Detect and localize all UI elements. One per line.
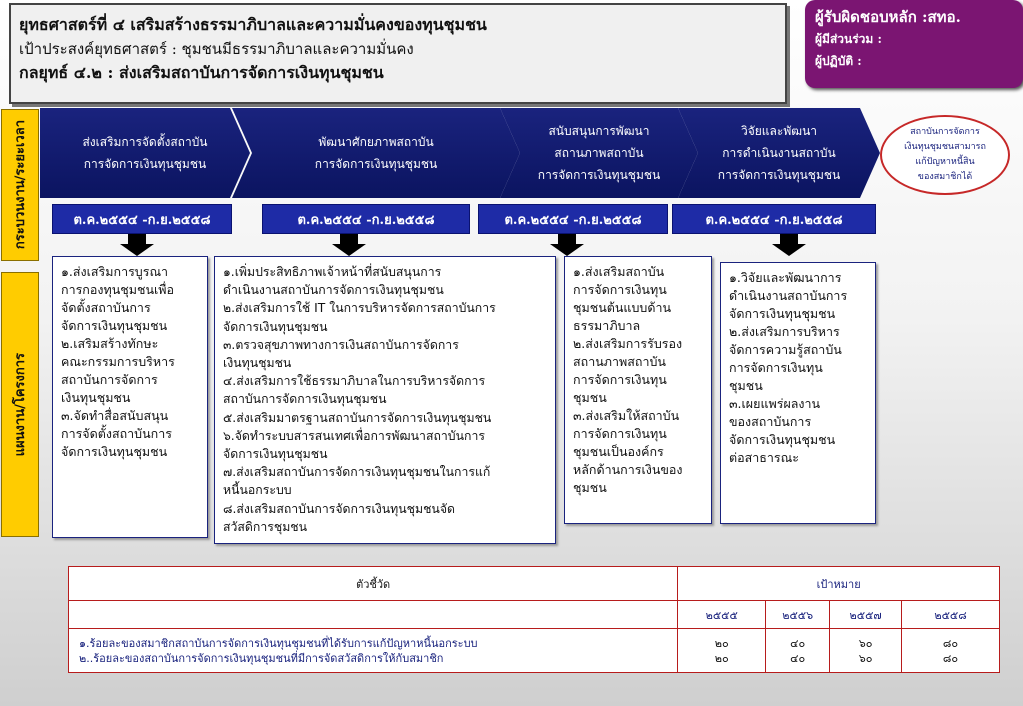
project-box-1: ๑.ส่งเสริมการบูรณา การกองทุนชุมชนเพื่อ จ… xyxy=(52,256,208,538)
strategy-title: ยุทธศาสตร์ที่ ๔ เสริมสร้างธรรมาภิบาลและค… xyxy=(19,15,487,34)
indicator-table: ตัวชี้วัด เป้าหมาย ๒๕๕๕ ๒๕๕๖ ๒๕๕๗ ๒๕๕๘ ๑… xyxy=(67,566,1000,673)
side-label-plan: แผนงาน/โครงการ xyxy=(1,272,39,537)
main-responsible: ผู้รับผิดชอบหลัก :สทอ. xyxy=(815,8,961,26)
target-header: เป้าหมาย xyxy=(677,566,1000,601)
year-header: ๒๕๕๕ xyxy=(677,600,767,629)
down-arrow-icon xyxy=(550,234,584,256)
process-step-4: วิจัยและพัฒนา การดำเนินงานสถาบัน การจัดก… xyxy=(678,108,880,198)
period-3: ต.ค.๒๕๕๔ -ก.ย.๒๕๕๘ xyxy=(478,204,668,234)
project-box-4: ๑.วิจัยและพัฒนาการ ดำเนินงานสถาบันการ จั… xyxy=(720,262,876,524)
header-box: ยุทธศาสตร์ที่ ๔ เสริมสร้างธรรมาภิบาลและค… xyxy=(9,3,787,104)
process-step-1: ส่งเสริมการจัดตั้งสถาบัน การจัดการเงินทุ… xyxy=(40,108,250,198)
indicator-subheader xyxy=(67,600,679,629)
down-arrow-icon xyxy=(772,234,806,256)
process-step-1-label: ส่งเสริมการจัดตั้งสถาบัน การจัดการเงินทุ… xyxy=(82,135,208,171)
project-box-3: ๑.ส่งเสริมสถาบัน การจัดการเงินทุน ชุมชนต… xyxy=(564,256,712,524)
target-value: ๒๐ ๒๐ xyxy=(677,628,767,673)
project-box-2: ๑.เพิ่มประสิทธิภาพเจ้าหน้าที่สนับสนุนการ… xyxy=(214,256,556,544)
down-arrow-icon xyxy=(332,234,366,256)
process-step-4-label: วิจัยและพัฒนา การดำเนินงานสถาบัน การจัดก… xyxy=(717,124,841,182)
process-step-3-label: สนับสนุนการพัฒนา สถานภาพสถาบัน การจัดการ… xyxy=(537,124,661,182)
year-header: ๒๕๕๖ xyxy=(765,600,831,629)
down-arrow-icon xyxy=(120,234,154,256)
process-step-2-label: พัฒนาศักยภาพสถาบัน การจัดการเงินทุนชุมชน xyxy=(314,135,438,171)
process-step-2: พัฒนาศักยภาพสถาบัน การจัดการเงินทุนชุมชน xyxy=(232,108,520,198)
operators: ผู้ปฏิบัติ : xyxy=(815,54,862,68)
process-step-3: สนับสนุนการพัฒนา สถานภาพสถาบัน การจัดการ… xyxy=(500,108,698,198)
side-label-process-text: กระบวนงาน/ระยะเวลา xyxy=(12,120,28,250)
period-2: ต.ค.๒๕๕๔ -ก.ย.๒๕๕๘ xyxy=(262,204,470,234)
target-value: ๖๐ ๖๐ xyxy=(829,628,903,673)
participants: ผู้มีส่วนร่วม : xyxy=(815,32,882,46)
indicator-list: ๑.ร้อยละของสมาชิกสถาบันการจัดการเงินทุนช… xyxy=(67,628,679,673)
strategy-purpose: เป้าประสงค์ยุทธศาสตร์ : ชุมชนมีธรรมาภิบา… xyxy=(19,40,414,58)
period-1: ต.ค.๒๕๕๔ -ก.ย.๒๕๕๘ xyxy=(52,204,232,234)
tactic-title: กลยุทธ์ ๔.๒ : ส่งเสริมสถาบันการจัดการเงิ… xyxy=(19,63,384,82)
year-header: ๒๕๕๘ xyxy=(901,600,1000,629)
outcome-ellipse: สถาบันการจัดการ เงินทุนชุมชนสามารถ แก้ปั… xyxy=(880,115,1010,195)
period-4: ต.ค.๒๕๕๔ -ก.ย.๒๕๕๘ xyxy=(672,204,876,234)
year-header: ๒๕๕๗ xyxy=(829,600,903,629)
indicator-header: ตัวชี้วัด xyxy=(67,566,679,601)
table-row: ๑.ร้อยละของสมาชิกสถาบันการจัดการเงินทุนช… xyxy=(67,628,1000,673)
target-value: ๘๐ ๘๐ xyxy=(901,628,1000,673)
side-label-process: กระบวนงาน/ระยะเวลา xyxy=(1,109,39,261)
target-value: ๔๐ ๔๐ xyxy=(765,628,831,673)
side-label-plan-text: แผนงาน/โครงการ xyxy=(12,352,28,457)
responsibility-box: ผู้รับผิดชอบหลัก :สทอ. ผู้มีส่วนร่วม : ผ… xyxy=(805,0,1023,88)
